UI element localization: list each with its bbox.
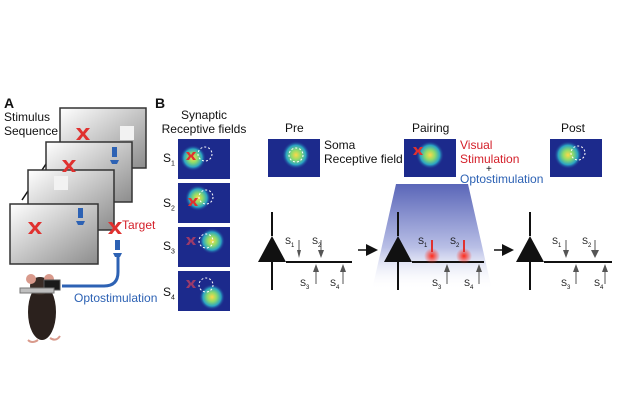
stimulus-title-line1: Stimulus [4,110,51,124]
syn-label-pre-s1: S1 [285,236,295,249]
synaptic-rf-column [178,139,230,311]
blue-projector-icon [76,147,122,257]
synaptic-title-line1: Synaptic [180,108,228,122]
syn-label-pre-s4: S4 [330,278,340,291]
syn-label-pre-s3: S3 [300,278,310,291]
rf-label-s3: S3 [163,239,175,256]
post-label: Post [561,121,586,135]
opto-fiber [62,256,120,288]
synaptic-title-line2: Receptive fields [161,122,247,136]
syn-label-pair-s4: S4 [464,278,474,291]
visual-line2: Stimulation [460,152,520,166]
rf-label-s4: S4 [163,285,175,302]
panel-b-letter: B [155,95,166,111]
syn-label-pre-s2: S2 [312,236,322,249]
rf-label-s1: S1 [163,151,175,168]
mouse-icon [19,274,61,343]
screen-2-patch [54,176,68,190]
plus-sign: + [486,164,492,175]
syn-label-pair-s1: S1 [418,236,428,249]
pre-label: Pre [285,121,304,135]
stimulus-title-line2: Sequence [4,124,59,138]
rf-label-s2: S2 [163,196,175,213]
panel-a-letter: A [4,95,15,111]
pairing-beam [372,184,492,290]
syn-label-pair-s2: S2 [450,236,460,249]
screen-1 [9,203,99,265]
opto-label-a: Optostimulation [74,291,158,305]
neuron-post [516,212,612,290]
stimulus-screens [9,107,147,343]
syn-label-post-s2: S2 [582,236,592,249]
neuron-pairing [384,212,484,290]
pairing-label: Pairing [412,121,450,135]
soma-line1: Soma [324,138,356,152]
neuron-pre [258,212,352,290]
syn-label-post-s4: S4 [594,278,604,291]
soma-line2: Receptive field [324,152,403,166]
opto-label-b: Optostimulation [460,172,544,186]
syn-label-post-s1: S1 [552,236,562,249]
syn-label-post-s3: S3 [561,278,571,291]
visual-line1: Visual [460,138,493,152]
target-label: Target [122,218,156,232]
syn-label-pair-s3: S3 [432,278,442,291]
red-x-target-icon [28,128,122,234]
screen-4-patch [120,126,134,140]
